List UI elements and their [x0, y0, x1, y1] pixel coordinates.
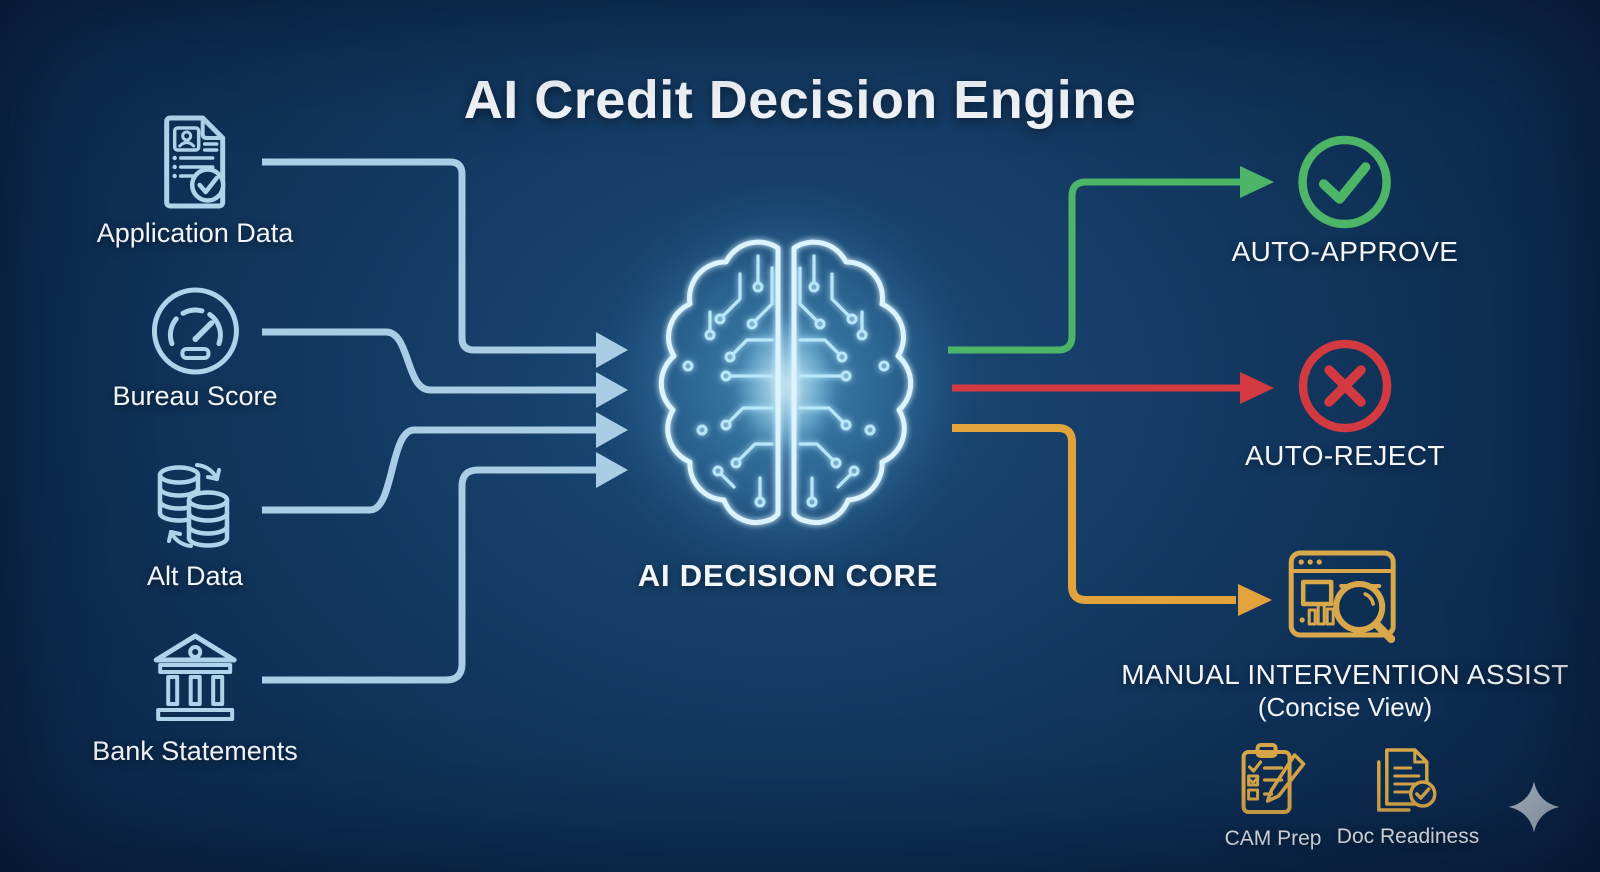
input-arrowhead — [596, 452, 628, 488]
output-auto-approve: AUTO-APPROVE — [1232, 133, 1459, 267]
input-label: Bureau Score — [112, 381, 278, 411]
output-connector-lines — [948, 166, 1274, 616]
output-sublabel: (Concise View) — [1257, 692, 1433, 722]
circuit-brain-icon — [661, 242, 914, 522]
core-label: AI DECISION CORE — [637, 558, 939, 593]
input-label: Bank Statements — [92, 736, 298, 766]
clipboard-pencil-icon — [1241, 743, 1306, 814]
review-magnifier-icon — [1288, 550, 1396, 643]
approve-arrowhead — [1240, 166, 1274, 198]
manual-arrowhead — [1238, 584, 1272, 616]
x-circle-icon — [1298, 339, 1392, 433]
document-check-icon — [1377, 748, 1437, 812]
tool-doc-readiness: Doc Readiness — [1337, 744, 1479, 852]
input-arrowhead — [596, 332, 628, 368]
input-bureau-score: Bureau Score — [112, 287, 278, 411]
output-label: AUTO-REJECT — [1245, 440, 1445, 471]
input-connector-lines — [262, 158, 628, 684]
database-sync-icon — [157, 463, 230, 548]
input-bank-statements: Bank Statements — [92, 624, 298, 766]
reject-arrowhead — [1240, 372, 1274, 404]
tool-label: Doc Readiness — [1336, 825, 1480, 848]
score-gauge-icon — [151, 287, 239, 375]
output-label: AUTO-APPROVE — [1231, 236, 1459, 267]
input-application-data: Application Data — [96, 112, 294, 248]
output-manual-intervention: MANUAL INTERVENTION ASSIST (Concise View… — [1121, 546, 1569, 723]
bank-building-icon — [153, 633, 237, 721]
tool-cam-prep: CAM Prep — [1224, 742, 1322, 854]
approve-connector — [948, 178, 1240, 354]
manual-connector — [952, 424, 1236, 604]
application-document-icon — [164, 115, 226, 209]
input-label: Application Data — [96, 218, 294, 248]
page-title: AI Credit Decision Engine — [463, 70, 1137, 131]
brain-glow-core — [716, 290, 856, 480]
sparkle-icon — [1508, 781, 1560, 833]
check-circle-icon — [1298, 135, 1392, 229]
input-arrowhead — [596, 412, 628, 448]
output-auto-reject: AUTO-REJECT — [1245, 337, 1445, 471]
tool-label: CAM Prep — [1224, 827, 1322, 850]
input-arrowhead — [596, 372, 628, 408]
input-label: Alt Data — [146, 561, 244, 591]
output-label: MANUAL INTERVENTION ASSIST — [1121, 659, 1569, 690]
input-alt-data: Alt Data — [145, 455, 245, 591]
